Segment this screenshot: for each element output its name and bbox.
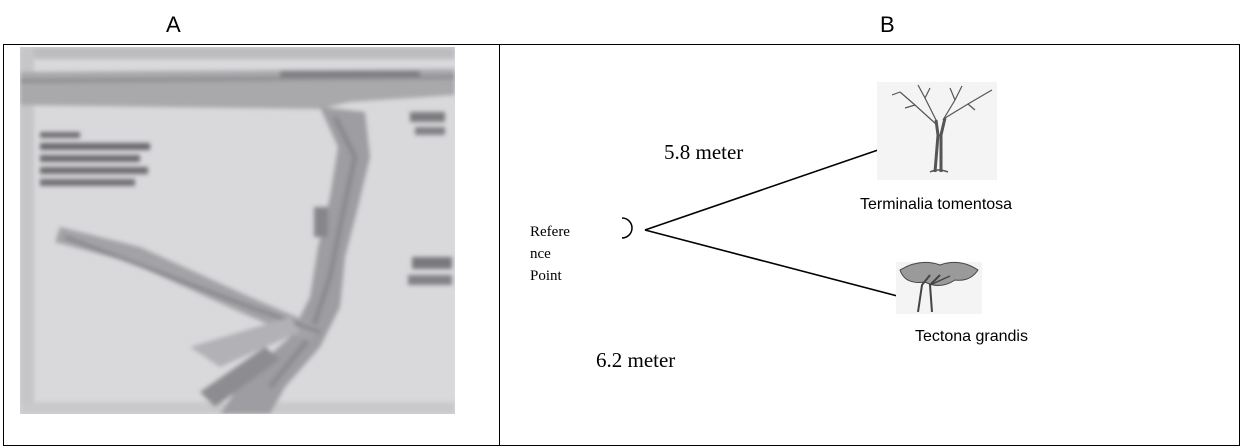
distance-label-terminalia: 5.8 meter — [664, 140, 744, 164]
tectona-tree-icon — [896, 261, 982, 314]
reference-label-line-2: nce — [530, 246, 551, 262]
distance-label-tectona: 6.2 meter — [596, 348, 676, 372]
line-to-tectona — [644, 229, 906, 299]
map-image — [20, 47, 455, 414]
terminalia-tree-icon — [877, 82, 997, 180]
figure-table — [3, 44, 1240, 446]
table-divider — [499, 44, 500, 446]
reference-label-line-1: Refere — [530, 224, 570, 240]
reference-point-circle — [621, 217, 633, 239]
species-label-terminalia: Terminalia tomentosa — [860, 196, 1013, 213]
reference-label-line-3: Point — [530, 268, 562, 284]
column-label-a: A — [166, 12, 181, 37]
reference-point-label: Refere nce Point — [530, 221, 590, 287]
species-label-tectona: Tectona grandis — [915, 328, 1028, 345]
column-label-b: B — [880, 12, 895, 37]
line-to-terminalia — [644, 149, 879, 231]
